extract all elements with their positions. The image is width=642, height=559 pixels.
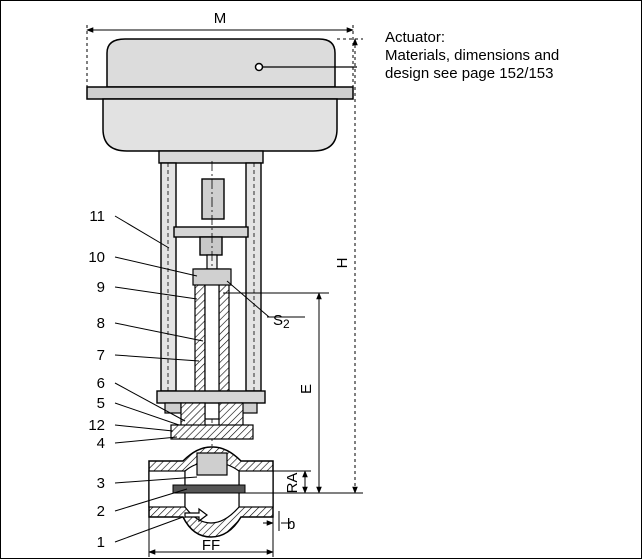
part-number: 6 [97,375,105,392]
part-number: 9 [97,279,105,296]
part-number: 8 [97,315,105,332]
dimension-label-h: H [334,258,351,269]
dimension-label-b: b [287,516,295,533]
valve-body [148,446,274,538]
part-number: 3 [97,475,105,492]
dimension-label-ra: RA [284,473,301,494]
dimension-label-ff: FF [202,537,220,554]
part-number: 1 [97,534,105,551]
dimension-lines [86,25,363,557]
part-number: 12 [88,417,105,434]
part-number: 11 [89,208,105,225]
actuator-note-line: design see page 152/153 [385,65,554,82]
part-number: 7 [97,347,105,364]
dimension-label-s2: S2 [273,312,290,331]
actuator-note-line: Actuator: [385,29,446,46]
yoke [158,150,264,392]
actuator-note: Actuator: Materials, dimensions and desi… [385,29,559,83]
part-number: 4 [97,435,105,452]
part-number-labels: 11 10 9 8 7 6 5 12 4 3 2 1 [88,208,105,551]
actuator-housing [86,38,357,152]
part-number: 2 [97,503,105,520]
dimension-label-e: E [298,384,315,394]
dimension-label-m: M [214,10,227,27]
bonnet-section [156,268,266,440]
part-number: 5 [97,395,105,412]
actuator-note-line: Materials, dimensions and [385,47,560,64]
part-number: 10 [88,249,105,266]
leader-lines [114,215,305,543]
